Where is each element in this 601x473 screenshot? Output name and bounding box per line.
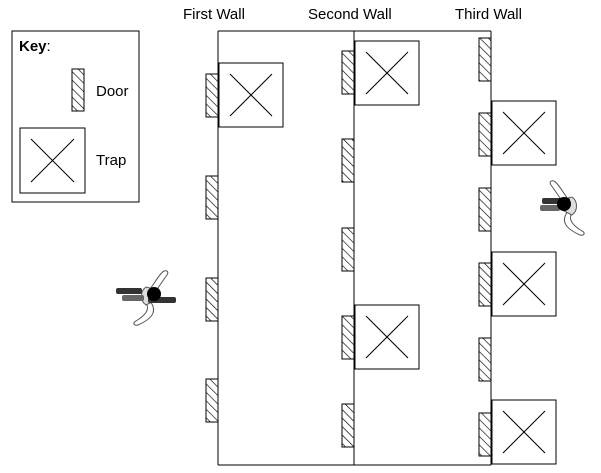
key-door-icon xyxy=(71,68,85,112)
key-title: Key: xyxy=(19,38,51,55)
third-wall-door xyxy=(478,337,492,382)
third-wall-door xyxy=(478,262,492,307)
trap xyxy=(491,399,557,465)
trap xyxy=(491,100,557,166)
trap xyxy=(354,40,420,106)
third-wall-door xyxy=(478,37,492,82)
third-wall-door xyxy=(478,187,492,232)
first-wall-door xyxy=(205,175,219,220)
second-wall-door xyxy=(341,138,355,183)
person-right-icon xyxy=(540,180,585,236)
second-wall-door xyxy=(341,227,355,272)
first-wall-door xyxy=(205,277,219,322)
key-legend: Key: Door Trap xyxy=(11,30,140,203)
third-wall-door xyxy=(478,412,492,457)
second-wall-label: Second Wall xyxy=(308,6,392,23)
trap xyxy=(354,304,420,370)
key-trap-icon xyxy=(19,127,86,194)
person-left-icon xyxy=(116,270,176,326)
first-wall-door xyxy=(205,378,219,423)
key-trap-label: Trap xyxy=(96,152,126,169)
third-wall-label: Third Wall xyxy=(455,6,522,23)
second-wall-door xyxy=(341,50,355,95)
trap xyxy=(218,62,284,128)
second-wall-door xyxy=(341,315,355,360)
key-door-label: Door xyxy=(96,83,129,100)
trap xyxy=(491,251,557,317)
first-wall-door xyxy=(205,73,219,118)
third-wall-door xyxy=(478,112,492,157)
second-wall-door xyxy=(341,403,355,448)
first-wall-label: First Wall xyxy=(183,6,245,23)
